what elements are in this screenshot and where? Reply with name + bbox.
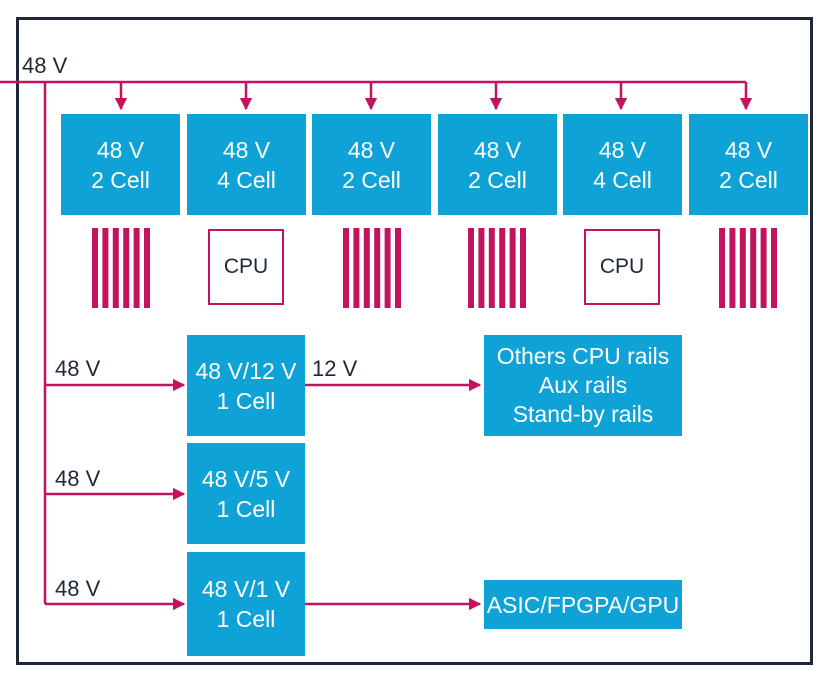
block-voltage: 48 V	[724, 136, 773, 163]
target-line: Aux rails	[538, 372, 628, 398]
target-line: Stand-by rails	[512, 401, 654, 427]
converter-block-5: 48 V 4 Cell	[563, 114, 682, 215]
memory-bank-icon	[92, 228, 150, 308]
converter-block-3: 48 V 2 Cell	[312, 114, 431, 215]
block-cells: 1 Cell	[216, 606, 276, 632]
block-voltage: 48 V/1 V	[201, 576, 291, 602]
block-cells: 2 Cell	[468, 166, 527, 193]
target-line: ASIC/FPGPA/GPU	[486, 591, 680, 618]
block-cells: 4 Cell	[217, 166, 276, 193]
diagram-frame	[16, 17, 813, 665]
asic-block: ASIC/FPGPA/GPU	[484, 580, 682, 629]
memory-bank-icon	[468, 228, 526, 308]
cpu-chip: CPU	[208, 229, 284, 305]
block-cells: 2 Cell	[91, 166, 150, 193]
converter-48v-1v: 48 V/1 V 1 Cell	[187, 552, 305, 656]
cpu-chip: CPU	[584, 229, 660, 305]
converter-block-4: 48 V 2 Cell	[438, 114, 557, 215]
block-cells: 2 Cell	[719, 166, 778, 193]
branch-input-label: 48 V	[55, 576, 101, 601]
block-voltage: 48 V	[96, 136, 145, 163]
converter-block-2: 48 V 4 Cell	[187, 114, 306, 215]
output-label-12v: 12 V	[312, 356, 358, 381]
block-cells: 2 Cell	[342, 166, 401, 193]
block-voltage: 48 V/5 V	[201, 465, 291, 492]
memory-bank-icon	[719, 228, 777, 308]
bus-label: 48 V	[22, 53, 68, 78]
block-cells: 4 Cell	[593, 166, 652, 193]
memory-bank-icon	[343, 228, 401, 308]
block-voltage: 48 V	[473, 136, 522, 163]
block-voltage: 48 V	[598, 136, 647, 163]
block-voltage: 48 V	[347, 136, 396, 163]
converter-48v-12v: 48 V/12 V 1 Cell	[187, 335, 305, 436]
branch-input-label: 48 V	[55, 356, 101, 381]
block-voltage: 48 V	[222, 136, 271, 163]
block-cells: 1 Cell	[216, 495, 276, 522]
block-cells: 1 Cell	[216, 387, 276, 414]
converter-block-1: 48 V 2 Cell	[61, 114, 180, 215]
converter-48v-5v: 48 V/5 V 1 Cell	[187, 443, 305, 544]
branch-input-label: 48 V	[55, 466, 101, 491]
target-line: Others CPU rails	[496, 343, 670, 369]
cpu-rails-block: Others CPU rails Aux rails Stand-by rail…	[484, 335, 682, 436]
block-voltage: 48 V/12 V	[195, 357, 297, 384]
converter-block-6: 48 V 2 Cell	[689, 114, 808, 215]
